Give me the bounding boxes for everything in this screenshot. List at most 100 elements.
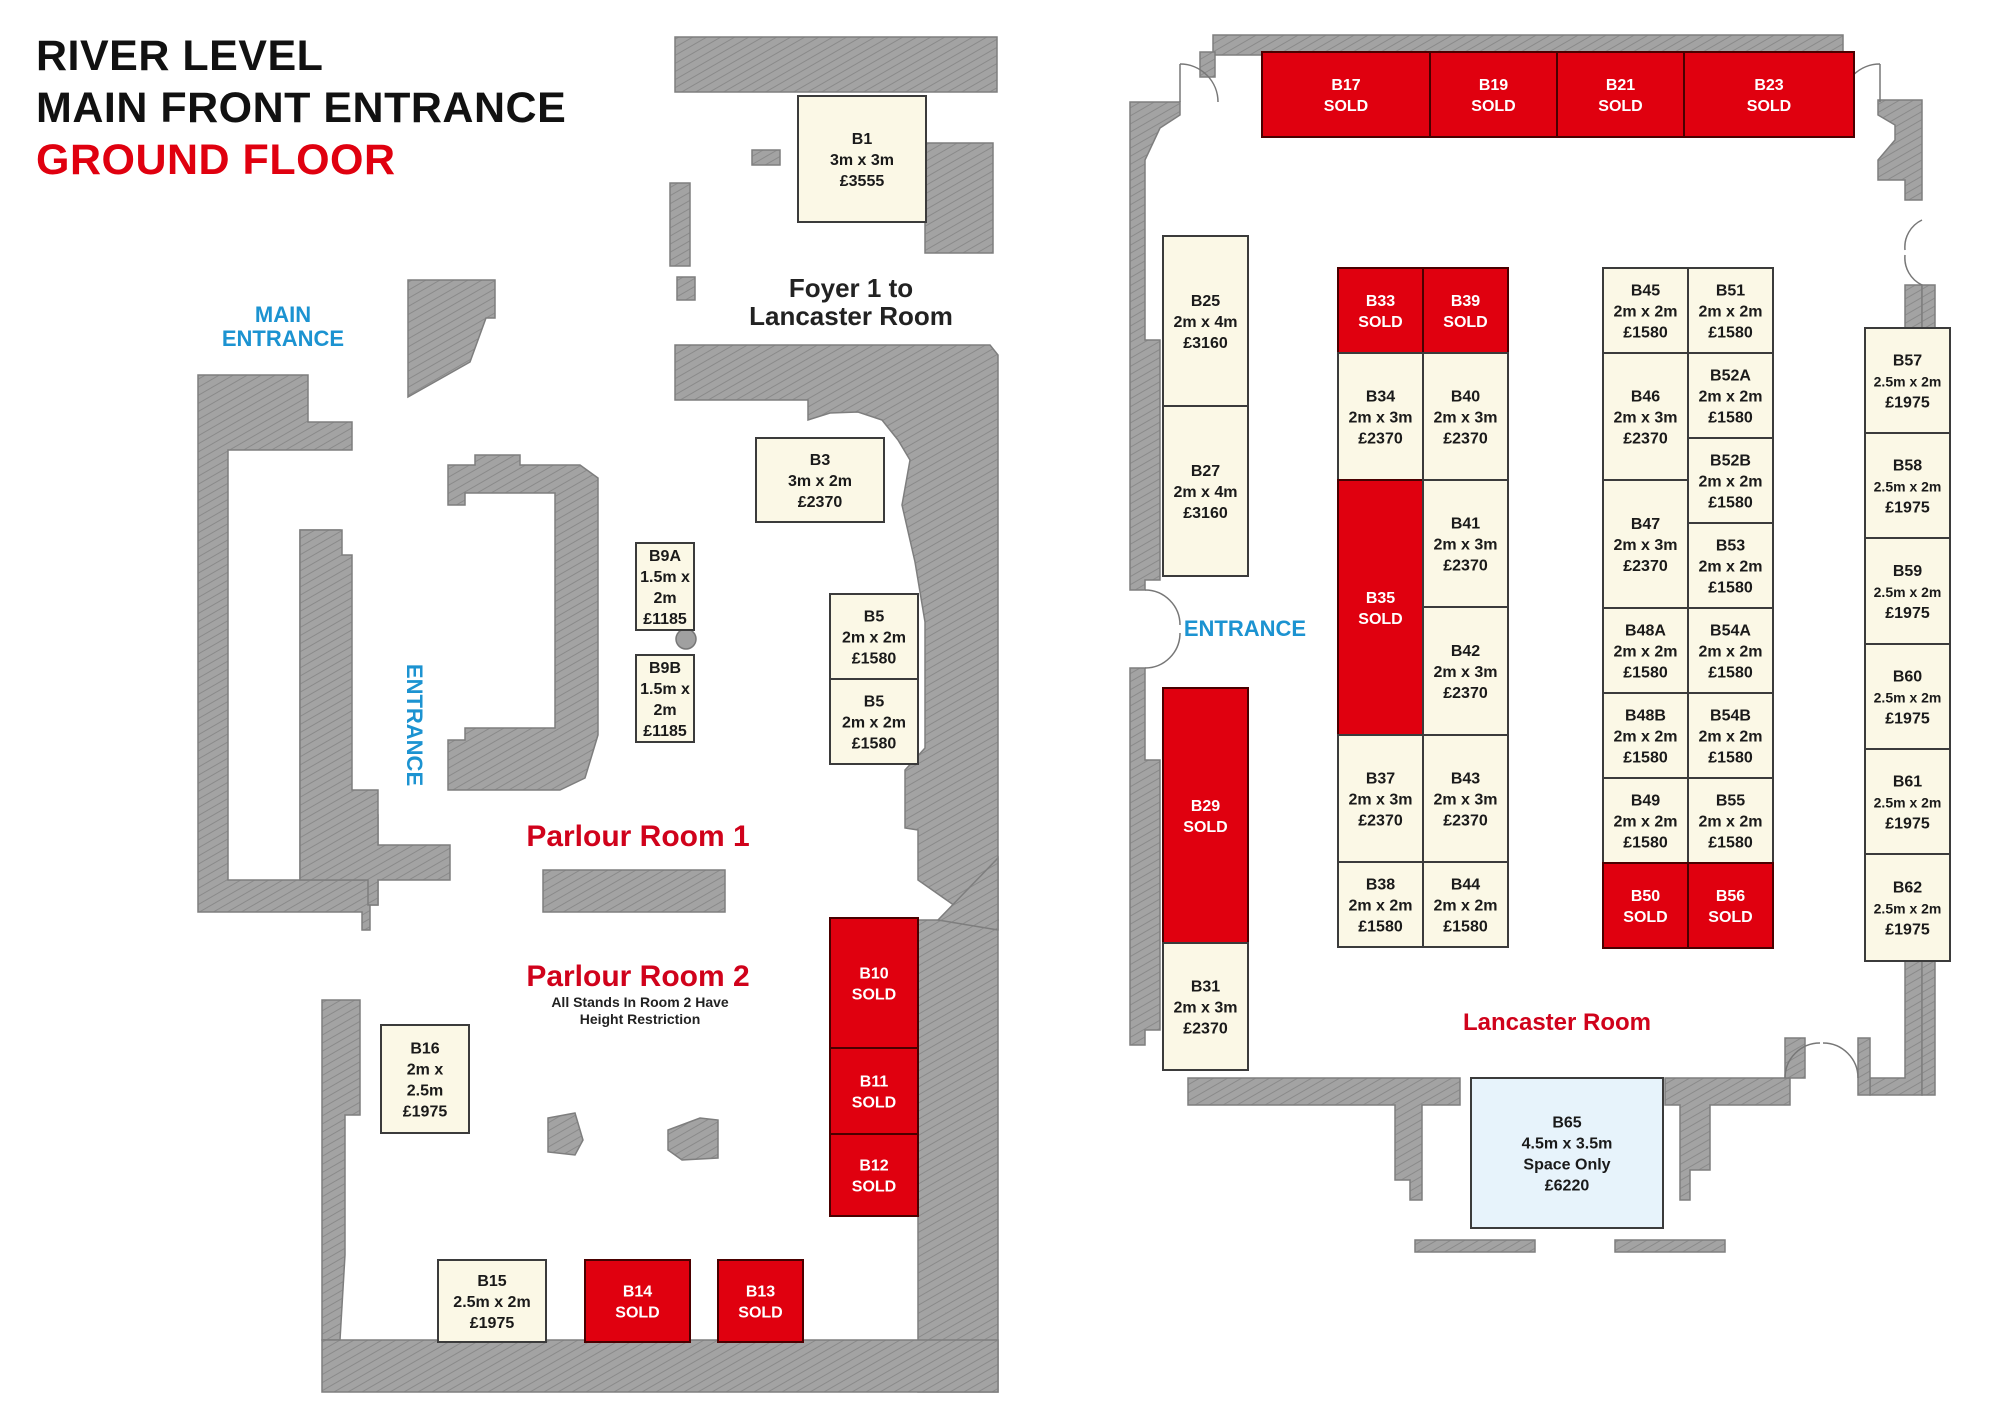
booth-box[interactable]	[584, 1259, 691, 1343]
booth-box[interactable]	[829, 1133, 919, 1217]
booth-box[interactable]	[1337, 352, 1424, 481]
booth-box[interactable]	[635, 542, 695, 631]
booth-box[interactable]	[1687, 692, 1774, 779]
booth-box[interactable]	[1470, 1077, 1664, 1229]
booth-box[interactable]	[1337, 734, 1424, 863]
booth-box[interactable]	[1864, 643, 1951, 750]
booth-box[interactable]	[1864, 432, 1951, 539]
booth-box[interactable]	[1162, 942, 1249, 1071]
booth-box[interactable]	[1687, 437, 1774, 524]
booth-box[interactable]	[1602, 352, 1689, 481]
booth-box[interactable]	[1337, 267, 1424, 354]
booth-box[interactable]	[437, 1259, 547, 1343]
booth-box[interactable]	[1422, 606, 1509, 736]
booth-box[interactable]	[1422, 861, 1509, 948]
booth-box[interactable]	[1422, 734, 1509, 863]
booth-box[interactable]	[717, 1259, 804, 1343]
booth-box[interactable]	[829, 917, 919, 1049]
booth-box[interactable]	[829, 593, 919, 680]
booth-box[interactable]	[1422, 352, 1509, 481]
booth-box[interactable]	[797, 95, 927, 223]
booth-box[interactable]	[1556, 51, 1685, 138]
booth-box[interactable]	[1602, 862, 1689, 949]
booth-box[interactable]	[1602, 479, 1689, 609]
booth-box[interactable]	[1162, 405, 1249, 577]
booth-box[interactable]	[1337, 861, 1424, 948]
booth-box[interactable]	[1162, 235, 1249, 407]
booth-box[interactable]	[1864, 748, 1951, 855]
booth-box[interactable]	[1422, 267, 1509, 354]
booth-box[interactable]	[829, 678, 919, 765]
booth-box[interactable]	[1337, 479, 1424, 736]
booth-box[interactable]	[1687, 607, 1774, 694]
booth-box[interactable]	[1261, 51, 1431, 138]
booth-box[interactable]	[1687, 777, 1774, 864]
booth-box[interactable]	[1687, 862, 1774, 949]
booth-box[interactable]	[1864, 327, 1951, 434]
booth-box[interactable]	[1602, 267, 1689, 354]
booth-box[interactable]	[1162, 687, 1249, 944]
booth-box[interactable]	[829, 1047, 919, 1135]
booth-box[interactable]	[1429, 51, 1558, 138]
booth-box[interactable]	[635, 654, 695, 743]
booth-box[interactable]	[1864, 853, 1951, 962]
booth-box[interactable]	[1687, 267, 1774, 354]
booth-box[interactable]	[1687, 522, 1774, 609]
booth-box[interactable]	[1864, 537, 1951, 645]
booth-box[interactable]	[1687, 352, 1774, 439]
booth-box[interactable]	[755, 437, 885, 523]
booth-box[interactable]	[1683, 51, 1855, 138]
